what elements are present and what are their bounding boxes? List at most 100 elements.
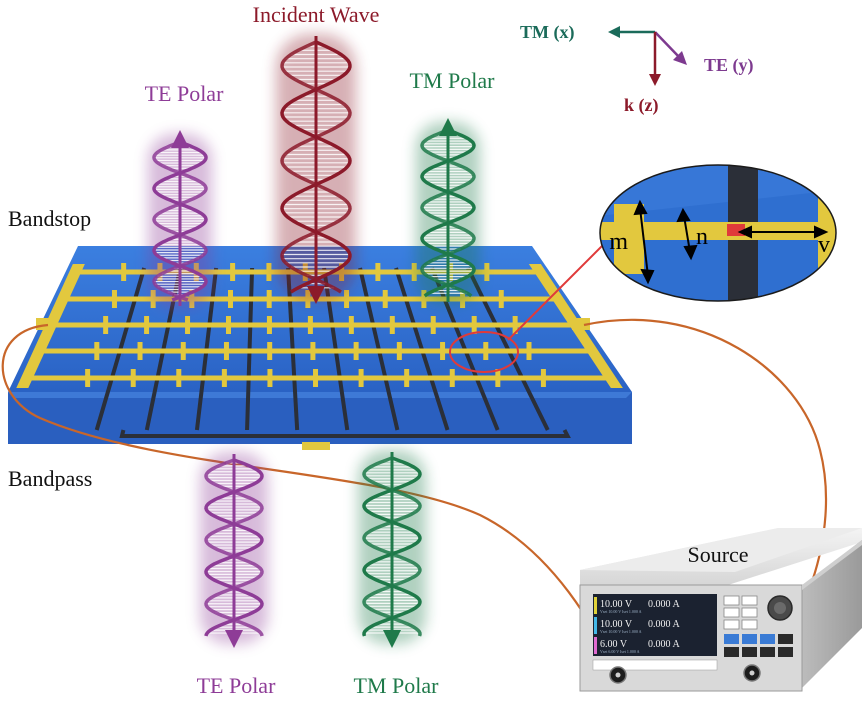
source-button-panel <box>723 595 793 657</box>
gold-stub <box>185 316 191 334</box>
gold-stub <box>483 342 489 360</box>
gold-stub <box>266 316 272 334</box>
gold-stub <box>85 369 91 387</box>
output-button[interactable] <box>724 647 739 657</box>
gold-stub <box>103 316 109 334</box>
k-axis-arrow-icon <box>649 74 661 86</box>
arrow-down-icon <box>307 286 325 304</box>
source-side-face <box>800 540 862 690</box>
panel-button[interactable] <box>741 607 758 618</box>
panel-button[interactable] <box>723 619 740 630</box>
zoom-region-circle <box>449 331 519 373</box>
bandpass-label: Bandpass <box>8 466 92 491</box>
gold-stub <box>396 342 402 360</box>
channel-voltage: 10.00 V <box>600 599 633 610</box>
gold-stub <box>228 290 234 308</box>
gold-stub <box>358 369 364 387</box>
dimension-v-label: v <box>818 232 830 258</box>
axis-tm-label: TM (x) <box>520 22 574 43</box>
te-axis-arrow-icon <box>673 51 687 65</box>
board-connector <box>302 442 330 450</box>
gold-stub <box>526 342 532 360</box>
gold-stub <box>266 263 272 281</box>
tm-polar-transmitted-wave <box>358 450 426 648</box>
gold-stub <box>389 316 395 334</box>
coordinate-axes: TM (x) TE (y) k (z) <box>520 22 754 116</box>
arrow-up-icon <box>171 130 189 148</box>
gold-stub <box>176 369 182 387</box>
gold-stub <box>540 369 546 387</box>
tm-axis-arrow-icon <box>608 26 620 38</box>
gold-stub <box>121 263 127 281</box>
te-polar-bottom-label: TE Polar <box>197 673 276 698</box>
gold-stub <box>353 342 359 360</box>
gold-stub <box>230 263 236 281</box>
gold-stub <box>130 369 136 387</box>
gold-stub <box>449 369 455 387</box>
te-polar-transmitted-wave <box>200 452 268 648</box>
channel-select-button[interactable] <box>742 634 757 644</box>
gold-stub <box>150 290 156 308</box>
source-display <box>593 594 717 656</box>
output-button[interactable] <box>760 647 775 657</box>
axis-te-label: TE (y) <box>704 55 754 76</box>
arrow-up-icon <box>439 118 457 136</box>
gold-stub <box>344 290 350 308</box>
tm-polar-reflected-wave <box>416 118 480 304</box>
display-channel-row: 10.00 V 0.000 A Vset 10.00 V Iset 1.000 A <box>594 597 680 614</box>
channel-setpoint: Vset 10.00 V Iset 1.000 A <box>600 609 642 614</box>
gold-stub <box>267 342 273 360</box>
gold-stub <box>382 290 388 308</box>
panel-button[interactable] <box>723 595 740 606</box>
dimension-m-label: m <box>609 229 628 255</box>
unit-cell-inset: m n v <box>599 164 837 302</box>
gold-stub <box>430 316 436 334</box>
output-button[interactable] <box>778 634 793 644</box>
te-polar-reflected-wave <box>148 130 212 308</box>
channel-current: 0.000 A <box>648 639 680 650</box>
te-polar-top-label: TE Polar <box>145 81 224 106</box>
channel-select-button[interactable] <box>760 634 775 644</box>
incident-wave <box>276 34 356 304</box>
panel-button[interactable] <box>741 595 758 606</box>
gold-stub <box>310 342 316 360</box>
gold-stub <box>223 342 229 360</box>
axis-k-label: k (z) <box>624 95 659 116</box>
gold-stub <box>266 290 272 308</box>
source-label: Source <box>687 542 748 567</box>
panel-button[interactable] <box>723 607 740 618</box>
gold-stub <box>225 316 231 334</box>
board-edge <box>8 392 632 444</box>
gold-stub <box>307 316 313 334</box>
left-wire <box>1 323 619 676</box>
tm-polar-top-label: TM Polar <box>410 68 496 93</box>
channel-current: 0.000 A <box>648 599 680 610</box>
gold-stub <box>440 342 446 360</box>
channel-current: 0.000 A <box>648 619 680 630</box>
channel-setpoint: Vset 6.00 V Iset 1.000 A <box>600 649 640 654</box>
gold-stub <box>421 290 427 308</box>
gold-stub <box>411 263 417 281</box>
wave-group <box>148 34 480 648</box>
channel-select-button[interactable] <box>724 634 739 644</box>
incident-wave-label: Incident Wave <box>253 2 380 27</box>
gold-stub <box>484 263 490 281</box>
gold-stub <box>495 369 501 387</box>
gold-stub <box>94 342 100 360</box>
gold-stub <box>313 369 319 387</box>
gold-stub <box>348 316 354 334</box>
panel-button[interactable] <box>741 619 758 630</box>
output-button[interactable] <box>742 647 757 657</box>
output-button[interactable] <box>778 647 793 657</box>
channel-setpoint: Vset 10.00 V Iset 1.000 A <box>600 629 642 634</box>
gold-stub <box>404 369 410 387</box>
tm-polar-bottom-label: TM Polar <box>354 673 440 698</box>
power-supply-source: Source 10.00 V 0.000 A Vset 10.00 V Iset 1… <box>579 528 862 692</box>
arrow-down-icon <box>383 630 401 648</box>
gold-stub <box>180 342 186 360</box>
dimension-n-label: n <box>696 224 708 250</box>
gold-stub <box>267 369 273 387</box>
